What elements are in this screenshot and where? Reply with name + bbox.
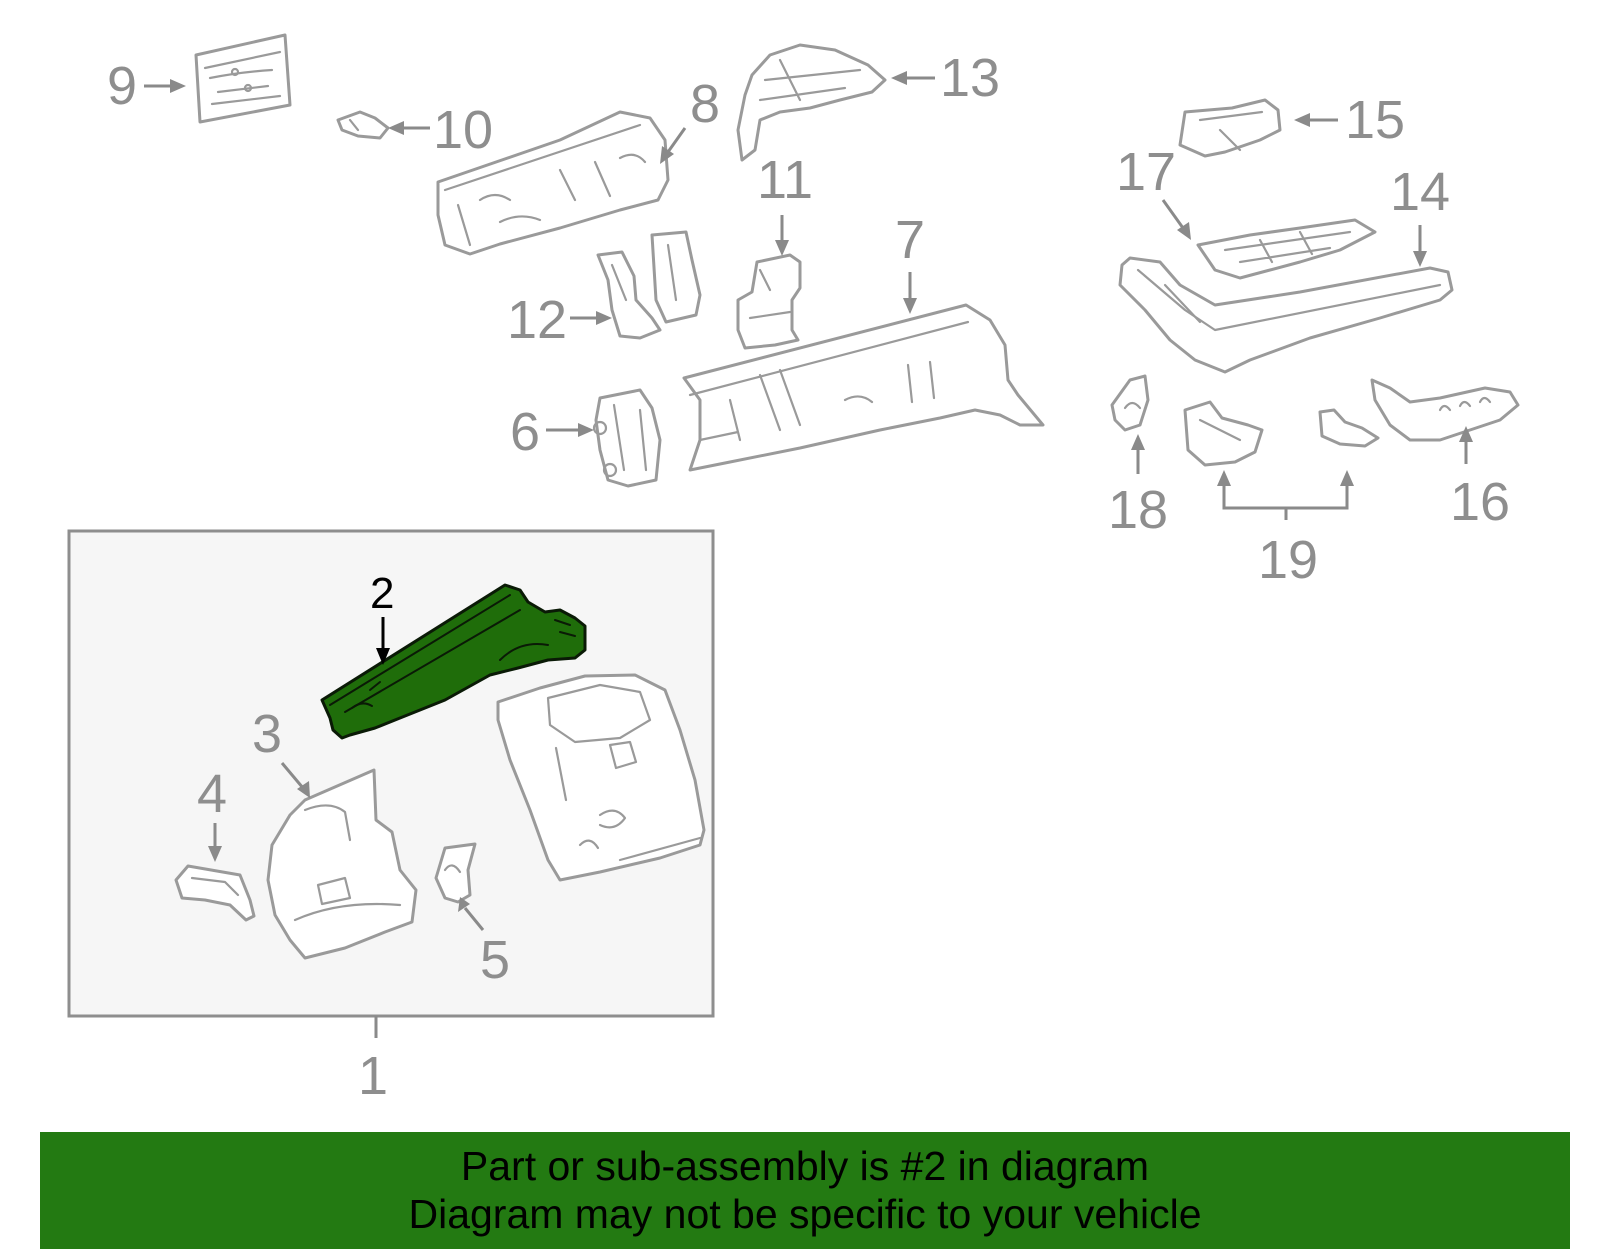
callout-5[interactable]: 5 [480,930,510,990]
part-15-bracket [1178,98,1282,158]
callout-15[interactable]: 15 [1345,90,1405,150]
part-3-wheel-apron [266,768,418,960]
callout-10[interactable]: 10 [433,100,493,160]
callout-16-arrowhead [1459,426,1473,442]
part-8-rail [436,110,670,256]
callout-5-arrowhead [458,897,470,912]
info-banner: Part or sub-assembly is #2 in diagram Di… [40,1132,1570,1249]
callout-19-leader [1222,484,1349,520]
part-9-plate [194,33,292,124]
callout-3[interactable]: 3 [252,704,282,764]
part-11-bracket [736,253,802,350]
part-13-gusset [736,43,887,162]
callout-2-arrowhead [376,648,390,665]
callout-4-arrowhead [208,846,222,862]
callout-7[interactable]: 7 [895,210,925,270]
part-6-bracket [592,388,662,488]
callout-4[interactable]: 4 [197,764,227,824]
callout-19-arrowhead-left [1217,470,1231,486]
callout-6[interactable]: 6 [510,402,540,462]
callout-1[interactable]: 1 [358,1046,388,1106]
part-12-brace [596,230,702,340]
callout-13[interactable]: 13 [940,48,1000,108]
part-19-brackets [1183,400,1380,467]
banner-line-1: Part or sub-assembly is #2 in diagram [460,1143,1150,1189]
part-10-clip [336,110,390,140]
banner-line-2: Diagram may not be specific to your vehi… [408,1191,1202,1237]
part-18-plug [1110,374,1150,432]
callout-11-arrowhead [775,240,789,256]
callout-17-arrowhead [1177,222,1191,240]
callout-19[interactable]: 19 [1258,530,1318,590]
callout-19-arrowhead-right [1340,470,1354,486]
callout-15-arrowhead [1294,113,1310,127]
callout-2[interactable]: 2 [370,569,394,618]
callout-8[interactable]: 8 [690,74,720,134]
callout-12-arrowhead [596,311,612,325]
part-4-bracket [174,864,256,922]
part-16-reinforcement [1370,378,1520,442]
part-2-front-side-member[interactable] [320,583,587,740]
callout-17[interactable]: 17 [1116,142,1176,202]
callout-14[interactable]: 14 [1390,162,1450,222]
callout-5-leader [463,907,485,931]
part-strut-tower [496,673,706,882]
callout-9-arrowhead [170,79,186,93]
callout-14-arrowhead [1413,251,1427,267]
callout-13-arrowhead [891,71,907,85]
callout-8-arrowhead [660,146,674,164]
callout-9[interactable]: 9 [107,56,137,116]
callout-6-arrowhead [578,423,594,437]
callout-3-arrowhead [297,781,310,798]
part-14-rocker-rail [1118,256,1454,374]
part-5-bracket [434,842,477,904]
callout-8-leader [666,127,687,153]
callout-11[interactable]: 11 [757,150,813,210]
callout-3-leader [280,762,305,789]
callout-18-arrowhead [1131,434,1145,450]
callout-10-arrowhead [388,121,404,135]
callout-7-arrowhead [903,298,917,314]
callout-12[interactable]: 12 [507,290,567,350]
callout-18[interactable]: 18 [1108,480,1168,540]
part-17-floor-panel [1196,218,1377,280]
callout-17-leader [1161,199,1185,229]
part-7-side-member [682,303,1045,472]
callout-16[interactable]: 16 [1450,472,1510,532]
